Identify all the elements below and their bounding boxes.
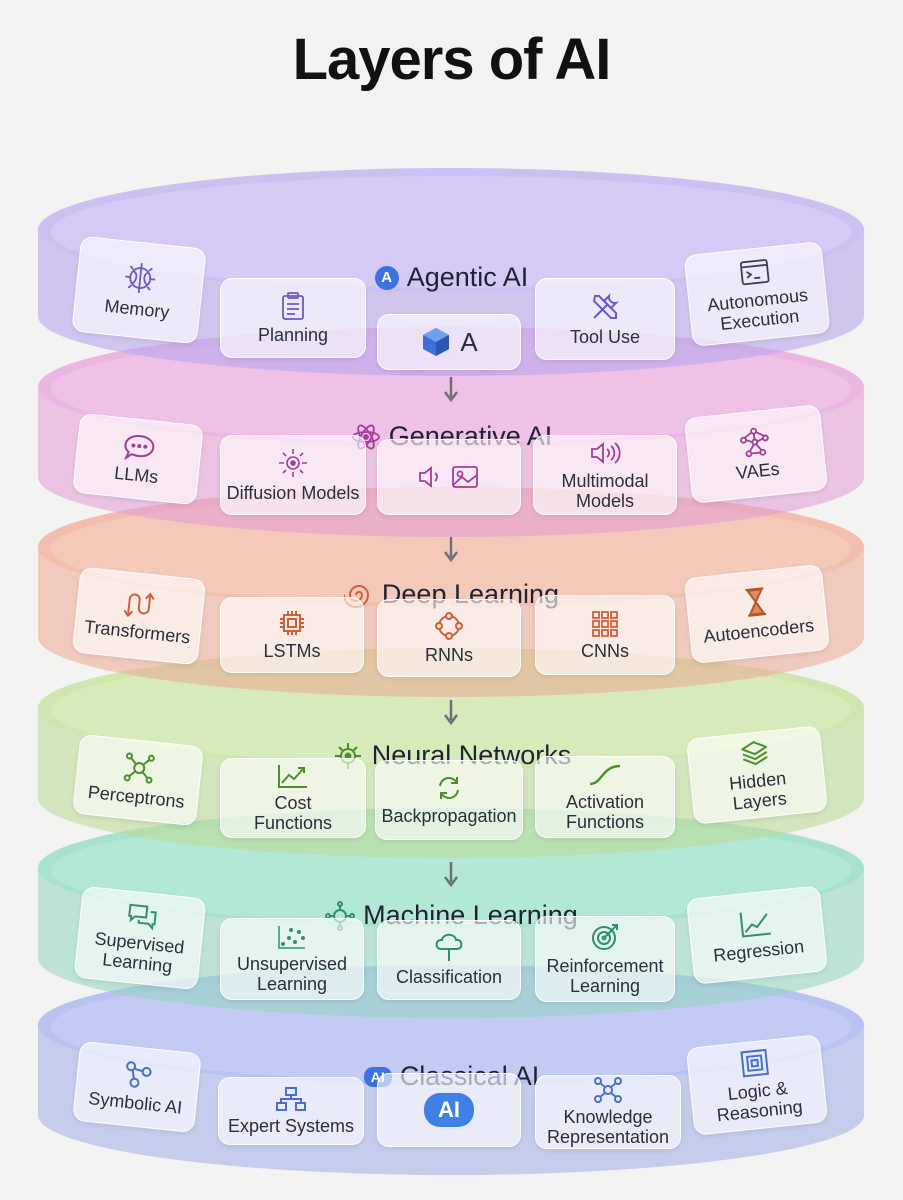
layers-icon: [741, 741, 768, 766]
card-reinforcement-learning: Reinforcement Learning: [535, 916, 675, 1002]
hexagon-logo-icon: [423, 328, 450, 356]
card-perceptrons: Perceptrons: [72, 733, 204, 827]
card-hidden-layers: Hidden Layers: [685, 725, 829, 825]
page-title: Layers of AI: [292, 27, 612, 92]
tree-icon: [435, 933, 463, 961]
card-activation-functions: Activation Functions: [535, 756, 675, 838]
card-supervised-learning: Supervised Learning: [73, 885, 207, 991]
card-cnns: CNNs: [535, 595, 675, 675]
network-icon: [740, 427, 769, 458]
refresh-arrows-icon: [439, 777, 459, 799]
neuron-icon: [123, 752, 155, 784]
knowledge-graph-icon: [594, 1077, 622, 1103]
scatter-icon: [278, 926, 305, 949]
chart-up-icon: [278, 765, 307, 788]
sigmoid-icon: [589, 764, 621, 786]
card-multimodal-models: Multimodal Models: [533, 435, 677, 515]
card-lstms: LSTMs: [220, 597, 364, 673]
speaker-icon: [591, 442, 621, 464]
card-planning: Planning: [220, 278, 366, 358]
a-badge-icon: A: [374, 265, 399, 290]
card-speaker-image: [377, 439, 521, 515]
card-classification: Classification: [377, 920, 521, 1000]
chat-pair-icon: [128, 903, 157, 931]
target-icon: [592, 924, 618, 950]
card-llms: LLMs: [72, 412, 204, 506]
card-unsupervised-learning: Unsupervised Learning: [220, 918, 364, 1000]
layer-header: A Agentic AI: [0, 262, 903, 293]
card-expert-systems: Expert Systems: [218, 1077, 364, 1145]
grid-icon: [592, 611, 618, 637]
card-symbolic-ai: Symbolic AI: [72, 1040, 202, 1134]
arrow-down-icon: [444, 862, 458, 888]
cloud-ai-icon: AI: [424, 1093, 474, 1127]
card-backpropagation: Backpropagation: [375, 760, 523, 840]
molecule-icon: [126, 1061, 152, 1088]
brain-chip-icon: [125, 263, 156, 294]
card-transformers: Transformers: [71, 566, 207, 666]
card-diffusion-models: Diffusion Models: [220, 435, 366, 515]
card-memory: Memory: [71, 235, 207, 345]
hierarchy-icon: [276, 1087, 306, 1111]
diffusion-icon: [279, 449, 307, 477]
card-knowledge-representation: Knowledge Representation: [535, 1075, 681, 1149]
chip-icon: [280, 611, 304, 635]
cycle-nodes-icon: [435, 612, 463, 640]
card-agentic-center: A: [377, 314, 521, 370]
hourglass-icon: [745, 587, 767, 617]
card-autonomous-execution: Autonomous Execution: [683, 241, 831, 347]
arrow-down-icon: [444, 537, 458, 563]
transform-arrows-icon: [123, 592, 155, 618]
line-chart-icon: [739, 912, 772, 938]
card-cost-functions: Cost Functions: [220, 758, 366, 838]
card-ai-center: AI: [377, 1073, 521, 1147]
arrow-down-icon: [444, 377, 458, 403]
terminal-icon: [739, 259, 770, 286]
maze-icon: [740, 1048, 769, 1078]
card-vaes: VAEs: [683, 404, 829, 504]
layer-title: Agentic AI: [406, 262, 529, 292]
arrow-down-icon: [444, 700, 458, 726]
card-rnns: RNNs: [377, 599, 521, 677]
card-regression: Regression: [685, 885, 829, 985]
layer-deep-learning: Deep Learning Transformers LSTMs RNNs CN…: [0, 487, 903, 712]
chat-bubble-icon: [123, 435, 155, 461]
clipboard-icon: [282, 292, 304, 320]
layer-agentic-ai: A Agentic AI Memory Planning A Tool Use A…: [0, 168, 903, 393]
card-tool-use: Tool Use: [535, 278, 675, 360]
card-logic-reasoning: Logic & Reasoning: [685, 1034, 829, 1136]
tools-icon: [592, 293, 619, 319]
speaker-image-icon: [419, 466, 478, 488]
card-autoencoders: Autoencoders: [683, 564, 831, 664]
